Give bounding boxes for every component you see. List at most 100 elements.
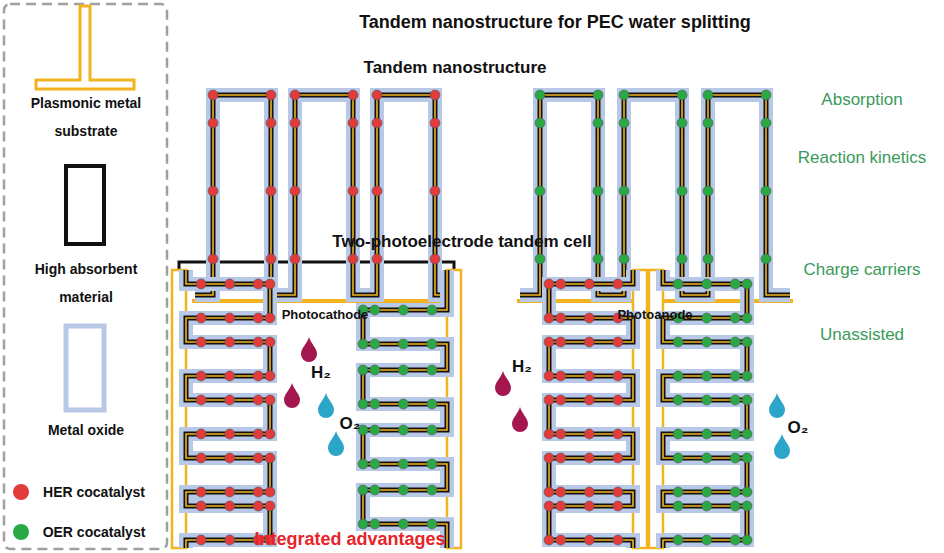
cocatalyst-dot [619,254,629,264]
absorber-layer [195,95,457,295]
electrode [186,270,275,548]
cocatalyst-dot [593,118,603,128]
cocatalyst-dot [703,90,713,100]
cocatalyst-dot [265,313,275,323]
cocatalyst-dot [358,399,368,409]
cocatalyst-dot [584,395,594,405]
cocatalyst-dot [613,279,623,289]
cocatalyst-dot [398,339,408,349]
legend-frame [4,4,167,549]
metal-oxide-layer [195,95,457,295]
cocatalyst-dot [742,313,752,323]
cocatalyst-dot [673,501,683,511]
cocatalyst-dot [593,90,603,100]
cocatalyst-dot [253,371,263,381]
cocatalyst-dot [398,459,408,469]
cocatalyst-dot [544,371,554,381]
cocatalyst-dot [358,339,368,349]
cocatalyst-dot [761,90,771,100]
cocatalyst-dot [370,459,380,469]
cocatalyst-dot [556,429,566,439]
cocatalyst-dot [742,453,752,463]
cocatalyst-dot [358,485,368,495]
cocatalyst-dot [430,118,440,128]
cocatalyst-dot [761,118,771,128]
cocatalyst-dot [196,279,206,289]
cocatalyst-dot [613,501,623,511]
absorber-layer [363,270,447,548]
cocatalyst-dot [544,501,554,511]
cocatalyst-dot [613,453,623,463]
cocatalyst-dot [556,313,566,323]
cocatalyst-dot [225,313,235,323]
cocatalyst-dot [702,279,712,289]
cocatalyst-dot [556,535,566,545]
cocatalyst-dot [613,395,623,405]
cocatalyst-dot [253,501,263,511]
cocatalyst-dot [265,371,275,381]
oxide-icon [66,326,104,410]
cocatalyst-dot [348,118,358,128]
cocatalyst-dot [196,535,206,545]
cocatalyst-dot [544,279,554,289]
cocatalyst-dot [673,337,683,347]
metal-oxide-layer [186,270,270,548]
gas-bubble [301,337,317,362]
gas-bubble [284,383,300,408]
cocatalyst-dot [290,90,300,100]
cocatalyst-dot [673,279,683,289]
electrode [520,90,790,295]
cocatalyst-dot [398,519,408,529]
cocatalyst-dot [584,313,594,323]
cocatalyst-dot [358,519,368,529]
cocatalyst-dot [730,429,740,439]
cocatalyst-dot [427,305,437,315]
cocatalyst-dot [613,371,623,381]
cocatalyst-dot [225,395,235,405]
cocatalyst-dot [544,453,554,463]
absorber-icon [66,166,104,244]
gas-bubble [495,371,511,396]
cocatalyst-dot [225,371,235,381]
cocatalyst-dot [613,535,623,545]
cocatalyst-dot [677,186,687,196]
cocatalyst-dot [593,254,603,264]
cocatalyst-dot [702,371,712,381]
cocatalyst-dot [370,399,380,409]
electrode-label: Photocathode [282,307,369,322]
cocatalyst-dot [677,90,687,100]
legend-text: High absorbent material [11,255,161,311]
metal-substrate [192,299,460,303]
cocatalyst-dot [556,395,566,405]
cocatalyst-dot [290,118,300,128]
cocatalyst-dot [253,453,263,463]
cocatalyst-dot [370,305,380,315]
cocatalyst-dot [372,118,382,128]
plasmonic-layer [195,95,457,295]
cocatalyst-dot [702,487,712,497]
cocatalyst-dot [677,118,687,128]
cocatalyst-dot [556,453,566,463]
cocatalyst-dot [225,535,235,545]
legend-text: Plasmonic metal substrate [11,89,161,145]
cocatalyst-dot [253,313,263,323]
cocatalyst-dot [613,487,623,497]
cocatalyst-dot [208,186,218,196]
cocatalyst-dot [225,453,235,463]
section-heading: Tandem nanostructure [364,58,547,78]
gas-bubbles [284,337,790,459]
cocatalyst-dot [253,337,263,347]
cocatalyst-dot [703,254,713,264]
cocatalyst-dot [702,429,712,439]
cocatalyst-dot [208,254,218,264]
cocatalyst-dot [348,186,358,196]
cocatalyst-dot [544,487,554,497]
cocatalyst-dot [427,339,437,349]
cocatalyst-dot [730,313,740,323]
cocatalyst-dot [265,501,275,511]
cocatalyst-dot [225,429,235,439]
absorber-layer [520,95,790,295]
cocatalyst-dot [398,305,408,315]
cocatalyst-dot [730,487,740,497]
